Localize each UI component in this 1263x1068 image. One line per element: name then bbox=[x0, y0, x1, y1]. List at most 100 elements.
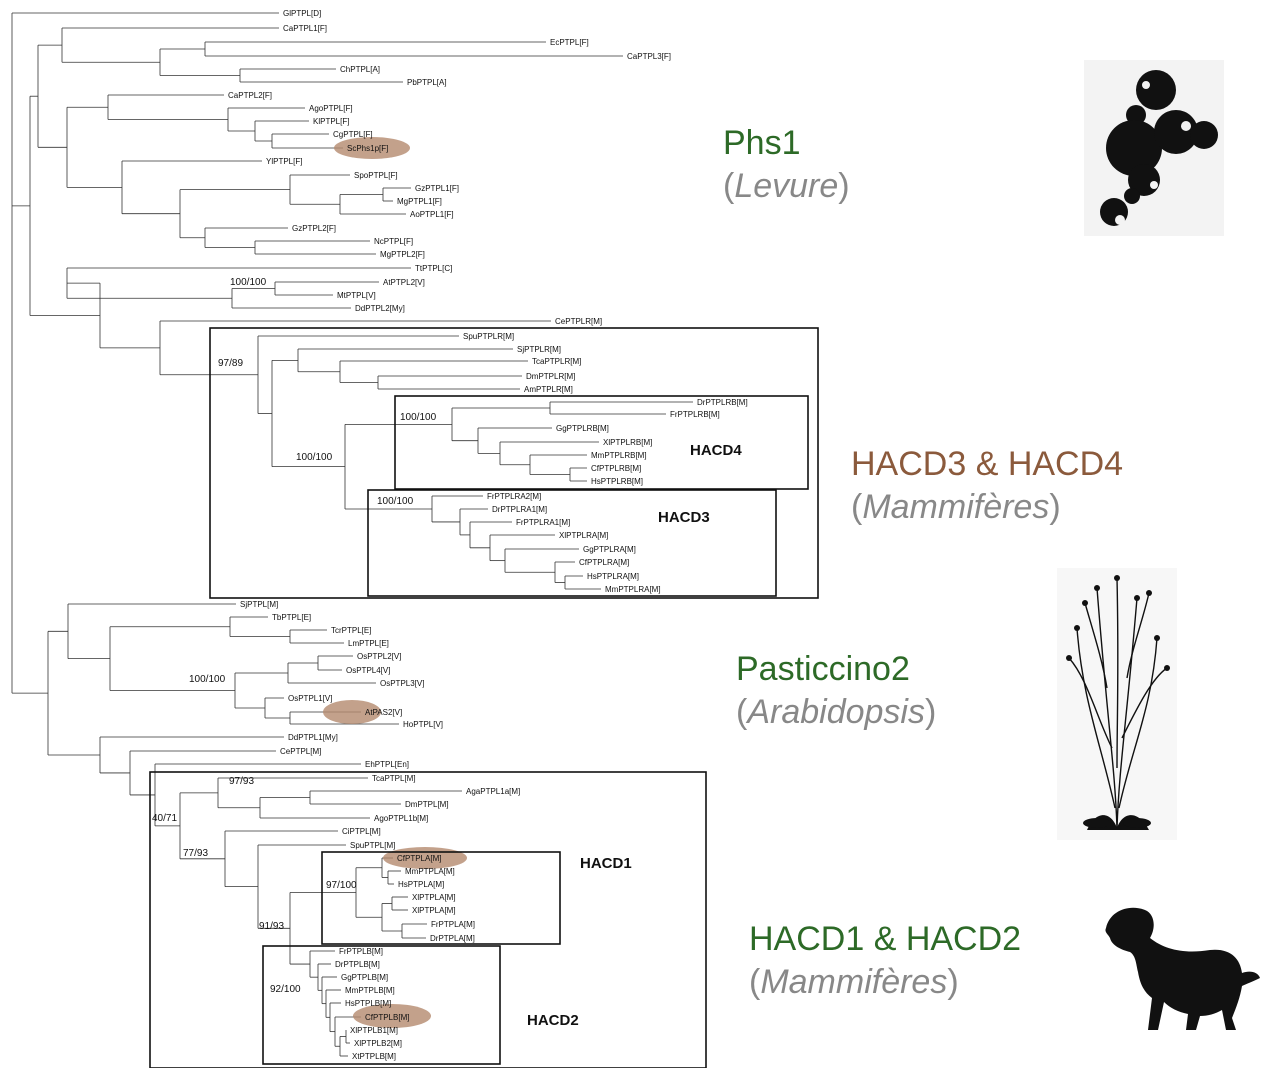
leaf-label: TcaPTPL[M] bbox=[372, 774, 416, 783]
leaf-label: FrPTPLA[M] bbox=[431, 920, 475, 929]
leaf-label: DrPTPLRA1[M] bbox=[492, 505, 547, 514]
leaf-label: XlPTPLRA[M] bbox=[559, 531, 608, 540]
close-paren: ) bbox=[1049, 487, 1061, 526]
leaf-label: AgaPTPL1a[M] bbox=[466, 787, 520, 796]
leaf-label: AtPAS2[V] bbox=[365, 708, 402, 717]
leaf-label: GgPTPLRB[M] bbox=[556, 424, 609, 433]
organism-name: Mammifères bbox=[862, 487, 1050, 526]
leaf-label: HoPTPL[V] bbox=[403, 720, 443, 729]
organism-name: Mammifères bbox=[760, 962, 948, 1001]
bootstrap-value: 91/93 bbox=[259, 921, 284, 932]
group-organism: (Mammifères) bbox=[749, 961, 1021, 1004]
clade-box-label: HACD1 bbox=[580, 855, 632, 872]
leaf-label: EhPTPL[En] bbox=[365, 760, 409, 769]
leaf-label: CgPTPL[F] bbox=[333, 130, 373, 139]
leaf-label: LmPTPL[E] bbox=[348, 639, 389, 648]
leaf-label: PbPTPL[A] bbox=[407, 78, 447, 87]
leaf-label: FrPTPLB[M] bbox=[339, 947, 383, 956]
clade-box bbox=[367, 489, 777, 597]
group-name: Pasticcino2 bbox=[736, 650, 910, 688]
organism-name: Arabidopsis bbox=[747, 692, 925, 731]
bootstrap-value: 100/100 bbox=[230, 277, 267, 288]
leaf-label: XlPTPLA[M] bbox=[412, 906, 456, 915]
leaf-label: OsPTPL2[V] bbox=[357, 652, 401, 661]
leaf-labels: GlPTPL[D]CaPTPL1[F]EcPTPL[F]CaPTPL3[F]Ch… bbox=[228, 9, 748, 1061]
group-name: HACD3 & HACD4 bbox=[851, 445, 1124, 483]
leaf-label: OsPTPL4[V] bbox=[346, 666, 390, 675]
leaf-label: CaPTPL3[F] bbox=[627, 52, 671, 61]
dog-icon bbox=[1105, 907, 1260, 1030]
leaf-label: TcrPTPL[E] bbox=[331, 626, 371, 635]
leaf-label: NcPTPL[F] bbox=[374, 237, 413, 246]
leaf-label: MgPTPL2[F] bbox=[380, 250, 425, 259]
clade-box-label: HACD2 bbox=[527, 1012, 579, 1029]
bootstrap-value: 100/100 bbox=[296, 452, 333, 463]
leaf-label: HsPTPLRA[M] bbox=[587, 572, 639, 581]
leaf-label: XlPTPLRB[M] bbox=[603, 438, 652, 447]
group-hacd3-hacd4: HACD3 & HACD4 (Mammifères) bbox=[851, 443, 1123, 528]
leaf-label: SjPTPL[M] bbox=[240, 600, 278, 609]
leaf-label: OsPTPL3[V] bbox=[380, 679, 424, 688]
leaf-label: GgPTPLRA[M] bbox=[583, 545, 636, 554]
bootstrap-value: 100/100 bbox=[189, 674, 226, 685]
leaf-label: AmPTPLR[M] bbox=[524, 385, 573, 394]
bootstrap-value: 97/100 bbox=[326, 880, 357, 891]
bootstrap-labels: 100/10097/89100/100100/100100/100100/100… bbox=[152, 277, 437, 995]
bootstrap-value: 77/93 bbox=[183, 848, 208, 859]
bootstrap-value: 97/93 bbox=[229, 776, 254, 787]
leaf-label: MmPTPLB[M] bbox=[345, 986, 395, 995]
leaf-label: FrPTPLRA2[M] bbox=[487, 492, 541, 501]
leaf-label: AgoPTPL[F] bbox=[309, 104, 353, 113]
leaf-label: DmPTPL[M] bbox=[405, 800, 449, 809]
group-pasticcino2: Pasticcino2 (Arabidopsis) bbox=[736, 648, 936, 733]
highlight-ellipse bbox=[353, 1004, 431, 1028]
leaf-label: ScPhs1p[F] bbox=[347, 144, 388, 153]
bootstrap-value: 100/100 bbox=[377, 496, 414, 507]
leaf-label: FrPTPLRB[M] bbox=[670, 410, 720, 419]
leaf-label: OsPTPL1[V] bbox=[288, 694, 332, 703]
clade-box-label: HACD4 bbox=[690, 442, 742, 459]
leaf-label: HsPTPLB[M] bbox=[345, 999, 391, 1008]
open-paren: ( bbox=[736, 692, 748, 731]
group-hacd1-hacd2: HACD1 & HACD2 (Mammifères) bbox=[749, 918, 1021, 1003]
leaf-label: AtPTPL2[V] bbox=[383, 278, 425, 287]
leaf-label: DdPTPL1[My] bbox=[288, 733, 338, 742]
bootstrap-value: 92/100 bbox=[270, 984, 301, 995]
leaf-label: KlPTPL[F] bbox=[313, 117, 349, 126]
leaf-label: AoPTPL1[F] bbox=[410, 210, 454, 219]
leaf-label: XlPTPLB2[M] bbox=[354, 1039, 402, 1048]
leaf-label: SpuPTPLR[M] bbox=[463, 332, 514, 341]
leaf-label: SpuPTPL[M] bbox=[350, 841, 395, 850]
leaf-label: XtPTPLB[M] bbox=[352, 1052, 396, 1061]
clade-box-label: HACD3 bbox=[658, 509, 710, 526]
leaf-label: CiPTPL[M] bbox=[342, 827, 381, 836]
leaf-label: ChPTPL[A] bbox=[340, 65, 380, 74]
leaf-label: MmPTPLRA[M] bbox=[605, 585, 661, 594]
leaf-label: XlPTPLA[M] bbox=[412, 893, 456, 902]
group-organism: (Mammifères) bbox=[851, 486, 1123, 529]
leaf-label: DrPTPLRB[M] bbox=[697, 398, 748, 407]
clade-box bbox=[262, 945, 501, 1065]
group-phs1: Phs1 (Levure) bbox=[723, 122, 850, 207]
leaf-label: YlPTPL[F] bbox=[266, 157, 302, 166]
leaf-label: MmPTPLRB[M] bbox=[591, 451, 647, 460]
leaf-label: TbPTPL[E] bbox=[272, 613, 311, 622]
arabidopsis-icon bbox=[1057, 568, 1177, 840]
leaf-label: HsPTPLRB[M] bbox=[591, 477, 643, 486]
bootstrap-value: 40/71 bbox=[152, 813, 177, 824]
clade-box bbox=[209, 327, 819, 599]
close-paren: ) bbox=[838, 166, 850, 205]
leaf-label: SpoPTPL[F] bbox=[354, 171, 398, 180]
leaf-label: MmPTPLA[M] bbox=[405, 867, 455, 876]
leaf-label: TcaPTPLR[M] bbox=[532, 357, 581, 366]
leaf-label: EcPTPL[F] bbox=[550, 38, 589, 47]
group-name: Phs1 bbox=[723, 124, 801, 162]
leaf-label: DrPTPLA[M] bbox=[430, 934, 475, 943]
leaf-label: CePTPL[M] bbox=[280, 747, 321, 756]
leaf-label: TtPTPL[C] bbox=[415, 264, 452, 273]
clade-box bbox=[394, 395, 809, 490]
leaf-label: CfPTPLA[M] bbox=[397, 854, 441, 863]
clade-box bbox=[321, 851, 561, 945]
